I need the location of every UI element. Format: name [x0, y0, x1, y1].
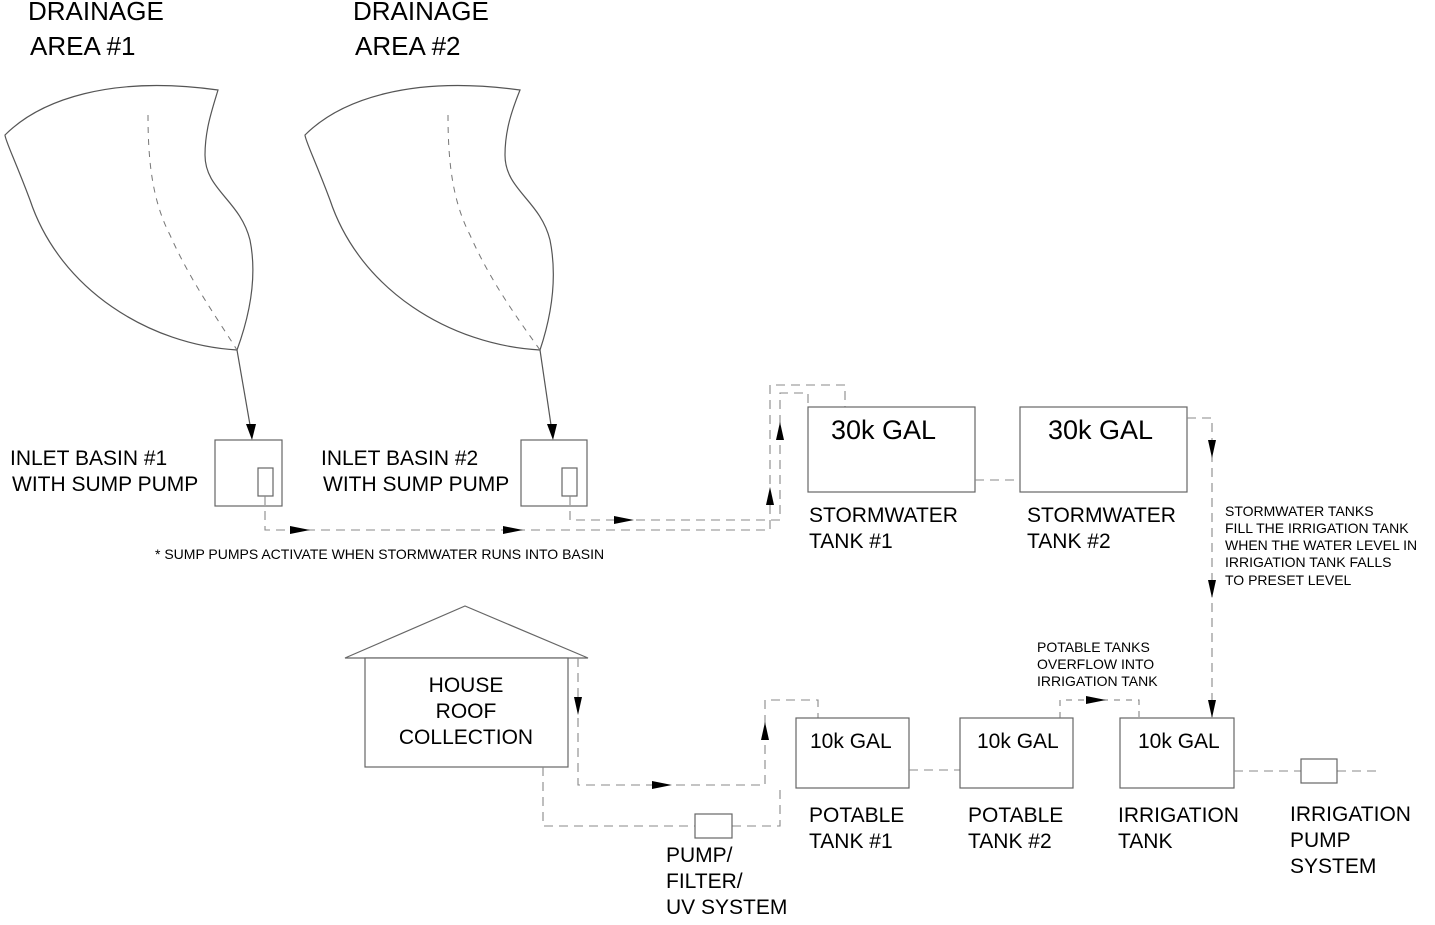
- inlet-basin-1-label-line2: WITH SUMP PUMP: [12, 473, 198, 496]
- pump-filter-label-line1: PUMP/: [666, 844, 733, 867]
- stormwater-tank-2-label-line1: STORMWATER: [1027, 504, 1176, 527]
- irrigation-tank: 10k GAL IRRIGATION TANK: [1118, 717, 1239, 853]
- flow-arrow-down-3: [1208, 700, 1216, 718]
- irrigation-tank-capacity: 10k GAL: [1138, 730, 1220, 753]
- flow-arrow-1: [290, 526, 310, 534]
- flow-arrow-overflow: [1086, 696, 1106, 704]
- stormwater-tank-1-capacity: 30k GAL: [831, 415, 936, 445]
- sump-pump-2: [561, 467, 578, 497]
- potable-tank-1-label-line2: TANK #1: [809, 830, 893, 853]
- drainage-area-2-outline: [304, 84, 554, 351]
- drainage-area-1-arrow: [246, 424, 256, 440]
- pump-filter-box: [694, 813, 733, 839]
- flow-arrow-up-2: [776, 422, 784, 440]
- stormwater-tank-1-label-line1: STORMWATER: [809, 504, 958, 527]
- pump-filter-label-line3: UV SYSTEM: [666, 896, 787, 919]
- drainage-area-1-title-line2: AREA #1: [30, 31, 136, 61]
- sump-pump-note: * SUMP PUMPS ACTIVATE WHEN STORMWATER RU…: [155, 546, 604, 562]
- potable-tank-2-capacity: 10k GAL: [977, 730, 1059, 753]
- stormwater-note-line5: TO PRESET LEVEL: [1225, 572, 1352, 588]
- potable-tank-2-label-line2: TANK #2: [968, 830, 1052, 853]
- overflow-note-line3: IRRIGATION TANK: [1037, 673, 1158, 689]
- irrigation-tank-box: [1119, 717, 1235, 789]
- stormwater-note: STORMWATER TANKS FILL THE IRRIGATION TAN…: [1225, 503, 1417, 588]
- stormwater-tank-1: 30k GAL STORMWATER TANK #1: [807, 406, 976, 553]
- inlet-basin-2-label-line1: INLET BASIN #2: [321, 447, 478, 470]
- house-label-line3: COLLECTION: [399, 726, 533, 749]
- drainage-area-2-swale: [447, 114, 541, 351]
- drainage-area-1-swale: [147, 114, 238, 351]
- drainage-area-1: DRAINAGE AREA #1: [4, 0, 256, 440]
- potable-tank-1: 10k GAL POTABLE TANK #1: [795, 717, 910, 853]
- pump-filter-label-line2: FILTER/: [666, 870, 743, 893]
- house-roof: [344, 605, 589, 659]
- house-body: [364, 657, 569, 768]
- house-label-line2: ROOF: [436, 700, 497, 723]
- irrigation-pump-label-line2: PUMP: [1290, 829, 1351, 852]
- house-label-line1: HOUSE: [429, 674, 504, 697]
- potable-tank-1-capacity: 10k GAL: [810, 730, 892, 753]
- inlet-basin-1: INLET BASIN #1 WITH SUMP PUMP: [10, 439, 283, 507]
- drainage-area-2-title-line2: AREA #2: [355, 31, 461, 61]
- flow-arrow-up-1: [766, 487, 774, 505]
- inlet-basin-2: INLET BASIN #2 WITH SUMP PUMP: [321, 439, 588, 507]
- potable-tank-2: 10k GAL POTABLE TANK #2: [959, 717, 1074, 853]
- stormwater-note-line3: WHEN THE WATER LEVEL IN: [1225, 537, 1417, 553]
- basin-to-stormwater-pipes: [264, 384, 846, 534]
- stormwater-note-line2: FILL THE IRRIGATION TANK: [1225, 520, 1409, 536]
- irrigation-pump-label-line3: SYSTEM: [1290, 855, 1376, 878]
- drainage-area-1-flow-line: [236, 349, 251, 426]
- inlet-basin-2-label-line2: WITH SUMP PUMP: [323, 473, 509, 496]
- house-roof-collection: HOUSE ROOF COLLECTION: [344, 605, 589, 768]
- flow-arrow-down-1: [1208, 440, 1216, 458]
- potable-tank-2-label-line1: POTABLE: [968, 804, 1063, 827]
- stormwater-tank-1-label-line2: TANK #1: [809, 530, 893, 553]
- flow-arrow-3: [614, 516, 634, 524]
- stormwater-tank-2-box: [1019, 406, 1188, 493]
- drainage-area-2: DRAINAGE AREA #2: [304, 0, 557, 440]
- potable-tank-1-box: [795, 717, 910, 789]
- pipe-stormwater-to-irrigation: [1187, 417, 1213, 718]
- pipe-house-to-pump: [542, 767, 781, 827]
- stormwater-note-line4: IRRIGATION TANK FALLS: [1225, 554, 1391, 570]
- pump-filter-uv-system: PUMP/ FILTER/ UV SYSTEM: [666, 813, 787, 919]
- pipe-potable-overflow: [1059, 699, 1140, 718]
- pipe-basin-2-to-stormwater: [569, 392, 809, 521]
- stormwater-tank-2: 30k GAL STORMWATER TANK #2: [1019, 406, 1188, 553]
- irrigation-pump-system: IRRIGATION PUMP SYSTEM: [1290, 758, 1411, 878]
- inlet-basin-1-label-line1: INLET BASIN #1: [10, 447, 167, 470]
- irrigation-pump-box: [1300, 758, 1338, 784]
- drainage-area-2-arrow: [547, 424, 557, 440]
- drainage-area-1-title-line1: DRAINAGE: [28, 0, 164, 26]
- sump-pump-1: [257, 467, 274, 497]
- flow-arrow-2: [503, 526, 523, 534]
- overflow-note-line2: OVERFLOW INTO: [1037, 656, 1154, 672]
- drainage-area-2-title-line1: DRAINAGE: [353, 0, 489, 26]
- overflow-note-line1: POTABLE TANKS: [1037, 639, 1150, 655]
- irrigation-pump-label-line1: IRRIGATION: [1290, 803, 1411, 826]
- flow-arrow-house-up: [761, 722, 769, 740]
- drainage-area-2-flow-line: [539, 349, 552, 426]
- overflow-note: POTABLE TANKS OVERFLOW INTO IRRIGATION T…: [1037, 639, 1158, 689]
- irrigation-tank-label-line1: IRRIGATION: [1118, 804, 1239, 827]
- stormwater-tank-2-label-line2: TANK #2: [1027, 530, 1111, 553]
- stormwater-note-line1: STORMWATER TANKS: [1225, 503, 1374, 519]
- irrigation-tank-label-line2: TANK: [1118, 830, 1172, 853]
- stormwater-tank-2-capacity: 30k GAL: [1048, 415, 1153, 445]
- potable-tank-2-box: [959, 717, 1074, 789]
- stormwater-tank-1-box: [807, 406, 976, 493]
- flow-arrow-house-right: [652, 781, 672, 789]
- flow-arrow-house-down: [574, 697, 582, 715]
- flow-arrow-down-2: [1208, 580, 1216, 598]
- drainage-area-1-outline: [4, 84, 254, 351]
- potable-tank-1-label-line1: POTABLE: [809, 804, 904, 827]
- pipe-house-to-potable: [577, 658, 819, 786]
